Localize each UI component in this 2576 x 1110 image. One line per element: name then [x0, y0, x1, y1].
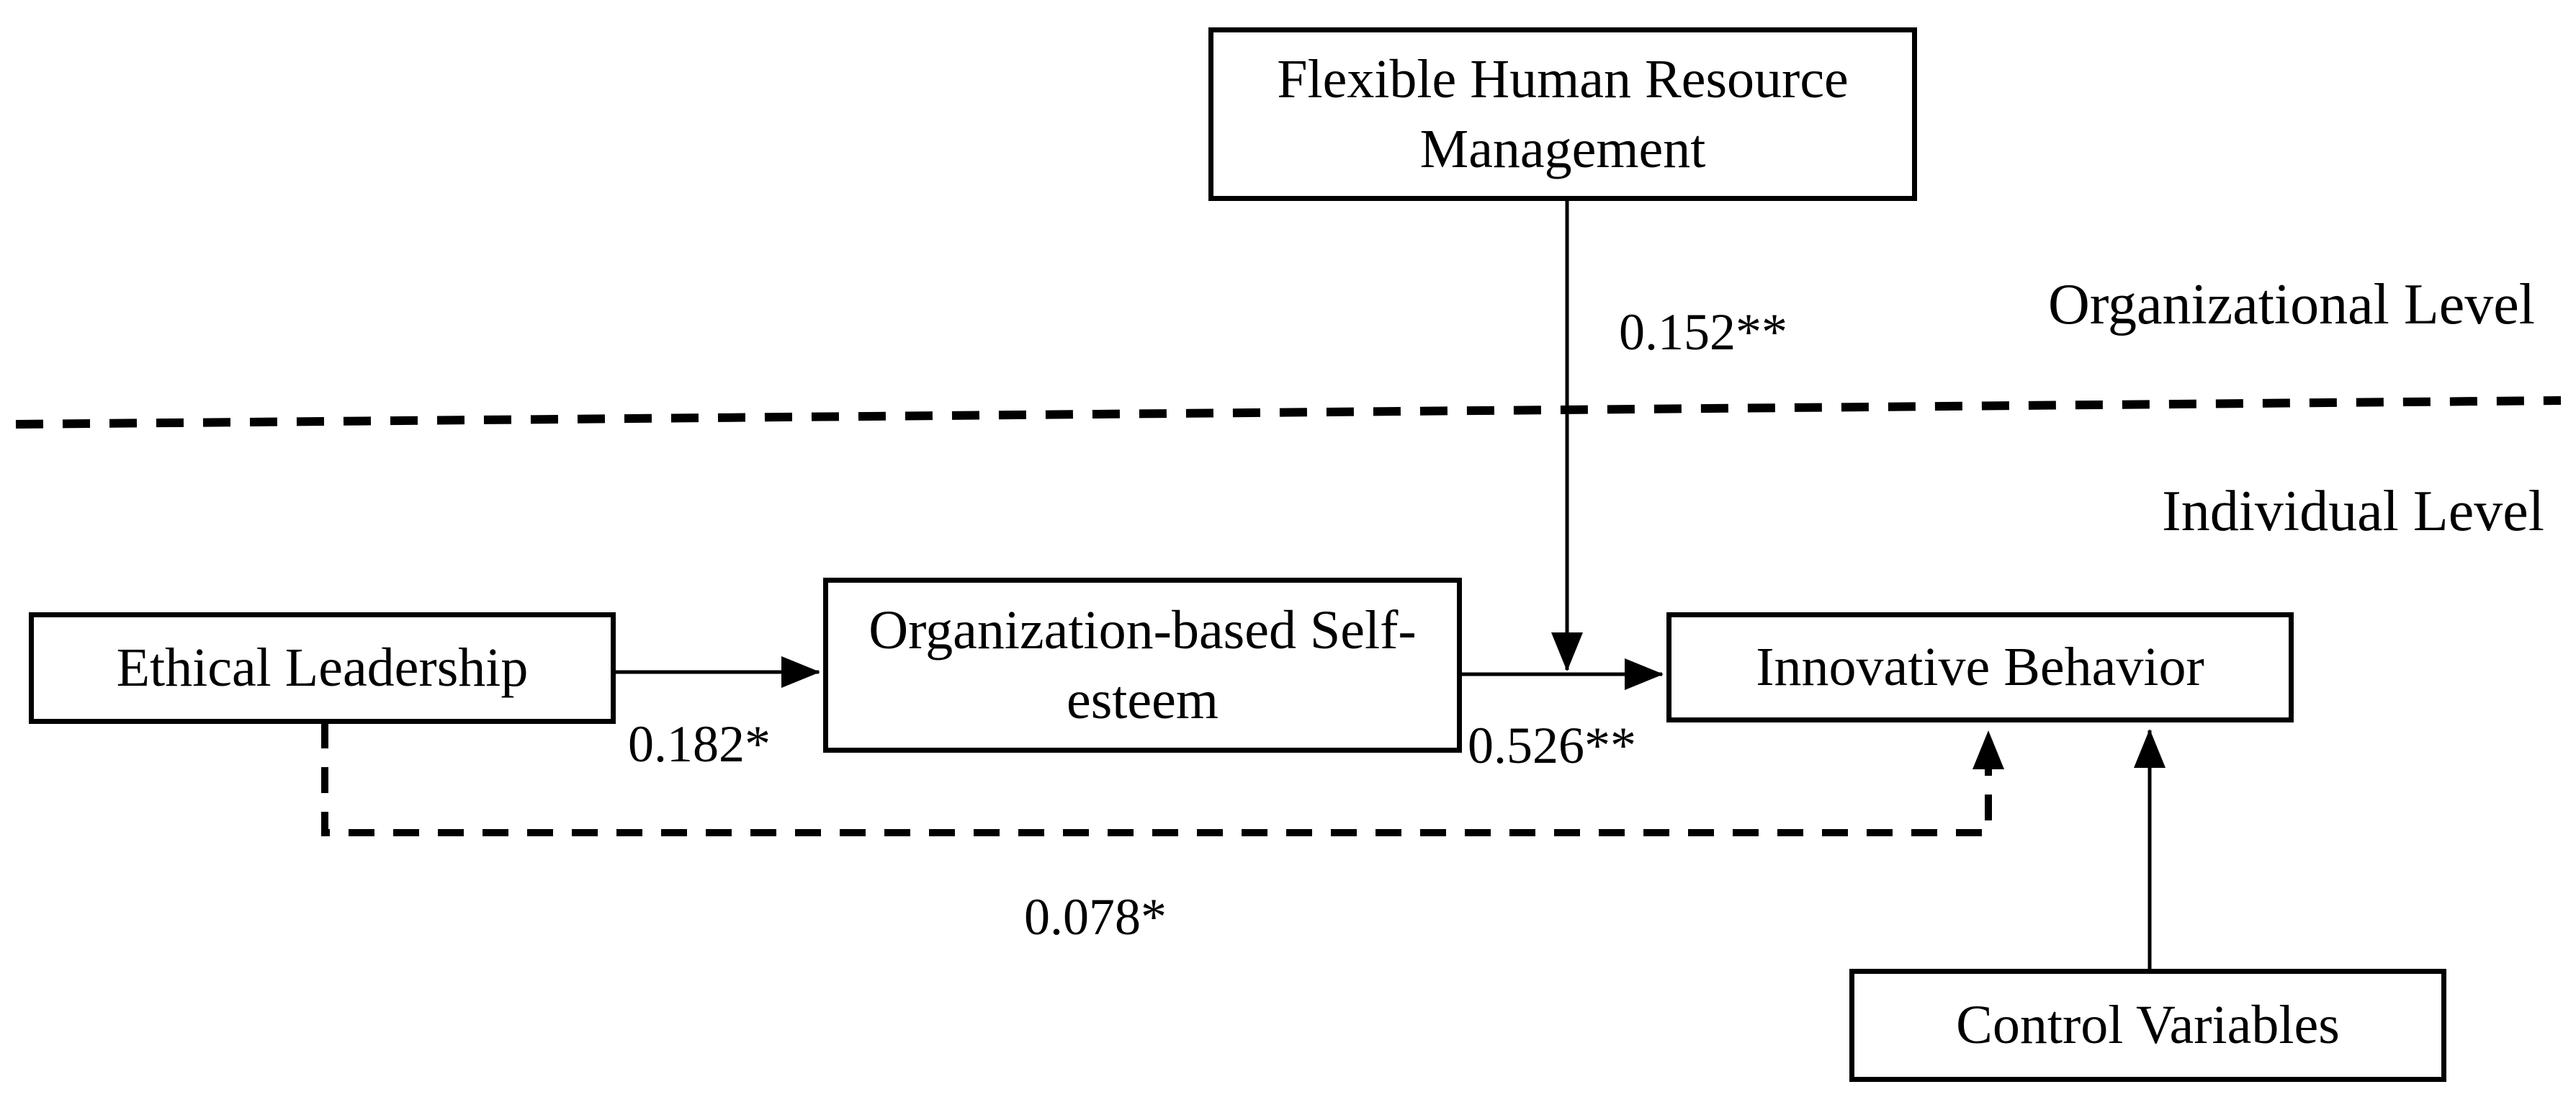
node-ethical-leadership-label: Ethical Leadership	[116, 637, 529, 699]
node-flexible-hrm: Flexible Human Resource Management	[1208, 27, 1917, 201]
node-organization-based-self-esteem: Organization-based Self-esteem	[823, 578, 1462, 753]
label-organizational-level: Organizational Level	[2047, 273, 2535, 336]
node-control-variables-label: Control Variables	[1956, 995, 2340, 1056]
node-obse-label: Organization-based Self-esteem	[869, 599, 1417, 730]
label-individual-level: Individual Level	[2162, 480, 2544, 543]
node-ethical-leadership: Ethical Leadership	[29, 612, 616, 724]
node-innovative-behavior: Innovative Behavior	[1666, 612, 2294, 722]
edge-el-direct-to-ib	[321, 722, 2004, 836]
coefficient-el-to-obse: 0.182*	[628, 715, 771, 773]
node-flexible-hrm-label: Flexible Human Resource Management	[1277, 48, 1849, 179]
node-innovative-behavior-label: Innovative Behavior	[1756, 637, 2204, 698]
coefficient-fhrm-moderation: 0.152**	[1619, 303, 1787, 361]
node-control-variables: Control Variables	[1849, 969, 2446, 1082]
coefficient-obse-to-ib: 0.526**	[1468, 717, 1636, 774]
level-separator-line	[15, 396, 2562, 429]
coefficient-el-direct-effect: 0.078*	[1024, 888, 1167, 946]
